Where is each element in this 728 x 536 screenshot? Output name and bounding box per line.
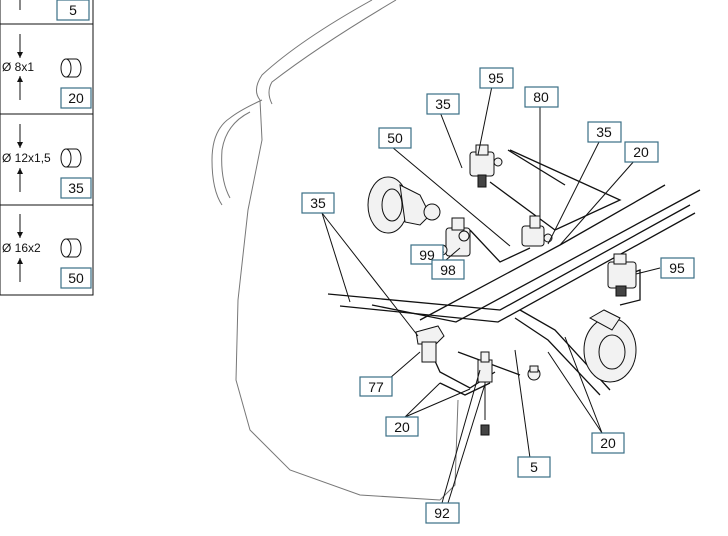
callout-label: 35 [310, 195, 326, 211]
callout-20: 20 [624, 141, 659, 163]
callout-5: 5 [517, 456, 551, 478]
callout-label: 20 [394, 419, 410, 435]
callout-80: 80 [524, 86, 559, 108]
callout-label: 92 [434, 505, 450, 521]
valve-77 [415, 325, 445, 363]
callout-label: 99 [419, 247, 435, 263]
callout-label: 77 [368, 379, 384, 395]
pipe-cross-section-icon [60, 238, 82, 258]
fitting-5 [527, 365, 541, 381]
legend-size-label: Ø 8x1 [2, 60, 34, 74]
brake-chamber-right [583, 309, 637, 383]
callout-label: 35 [435, 96, 451, 112]
brake-chamber-left [367, 176, 441, 234]
callout-99: 99 [410, 244, 444, 265]
legend-qty-label: 5 [69, 2, 77, 18]
legend-qty-label: 35 [68, 180, 84, 196]
callout-label: 50 [387, 130, 403, 146]
callout-label: 95 [488, 70, 504, 86]
legend-size-label: Ø 16x2 [2, 241, 41, 255]
callout-label: 5 [530, 459, 538, 475]
callout-35: 35 [426, 93, 460, 115]
pipe-cross-section-icon [60, 58, 82, 78]
callout-label: 98 [440, 262, 456, 278]
legend-row-8x1: Ø 8x1 20 [2, 34, 92, 109]
callout-label: 20 [600, 435, 616, 451]
legend-qty-label: 50 [68, 270, 84, 286]
leader-lines [321, 85, 661, 504]
callout-95: 95 [479, 67, 514, 89]
callout-35: 35 [587, 121, 622, 143]
callout-label: 35 [596, 124, 612, 140]
callout-label: 80 [533, 89, 549, 105]
valve-80 [521, 215, 553, 247]
callout-95: 95 [660, 257, 695, 279]
valve-99-98 [436, 217, 471, 257]
callout-50: 50 [378, 127, 412, 149]
callout-98: 98 [431, 259, 465, 280]
callout-label: 20 [633, 144, 649, 160]
valve-95-top [469, 144, 503, 188]
callout-77: 77 [359, 376, 393, 397]
pipe-size-legend: 5 Ø 8x1 20 Ø 12x1,5 [0, 0, 94, 296]
legend-row-5: 5 [19, 0, 90, 21]
legend-row-16x2: Ø 16x2 50 [2, 214, 92, 289]
callout-35: 35 [301, 192, 335, 214]
pipe-routing [327, 149, 701, 396]
cab-outline [211, 0, 459, 501]
legend-size-label: Ø 12x1,5 [2, 151, 51, 165]
legend-qty-label: 20 [68, 90, 84, 106]
callout-label: 95 [669, 260, 685, 276]
valve-92 [477, 351, 493, 436]
legend-row-12x1-5: Ø 12x1,5 35 [2, 124, 92, 199]
valve-95-right [607, 253, 637, 297]
callout-20: 20 [385, 416, 419, 437]
pipe-cross-section-icon [60, 148, 82, 168]
callout-92: 92 [425, 502, 460, 524]
callout-20: 20 [591, 432, 625, 454]
